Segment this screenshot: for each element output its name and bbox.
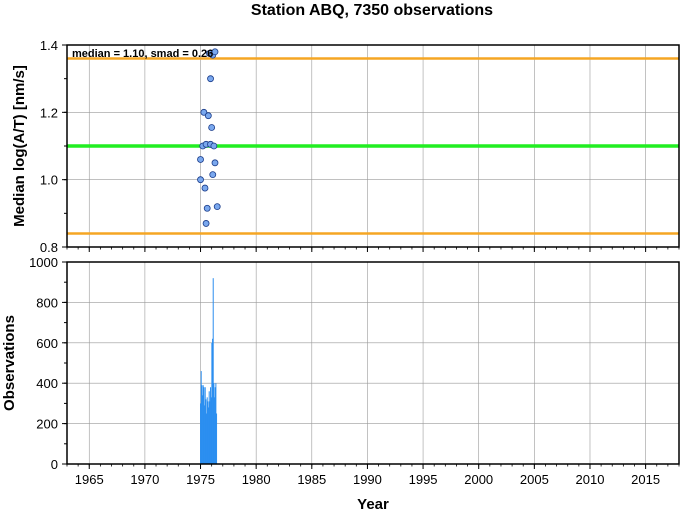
observation-bar <box>202 395 204 464</box>
median-y-tick-label: 1.0 <box>40 173 58 188</box>
observation-bar <box>204 387 206 464</box>
data-point <box>200 108 208 116</box>
observation-bar <box>211 342 213 464</box>
data-point <box>211 48 219 56</box>
observation-bars <box>200 278 218 464</box>
observation-bar <box>206 413 208 464</box>
observation-bar <box>205 399 207 464</box>
reference-lines <box>67 57 679 235</box>
observations-y-tick-label: 1000 <box>29 255 58 270</box>
data-point <box>210 142 218 150</box>
observations-y-tick-label: 0 <box>51 457 58 472</box>
x-tick-label: 1965 <box>75 472 104 487</box>
data-point <box>197 176 204 184</box>
observation-bar <box>214 397 216 464</box>
observation-bar <box>208 407 210 464</box>
x-tick-label: 2010 <box>576 472 605 487</box>
x-tick-label: 2015 <box>631 472 660 487</box>
x-tick-label: 1985 <box>297 472 326 487</box>
data-point <box>202 220 210 227</box>
data-point <box>197 156 204 163</box>
observation-bar <box>207 401 209 464</box>
median-panel: 0.81.01.21.4 median = 1.10, smad = 0.26 … <box>11 38 680 255</box>
x-tick-label: 1975 <box>186 472 215 487</box>
data-point <box>211 159 219 167</box>
observation-bar <box>202 385 204 464</box>
median-y-tick-label: 0.8 <box>40 240 58 255</box>
observation-bar <box>213 383 215 464</box>
chart-title: Station ABQ, 7350 observations <box>251 2 493 19</box>
observation-bar <box>210 397 212 464</box>
x-tick-label: 2000 <box>464 472 493 487</box>
median-x-ticks <box>66 247 680 252</box>
x-tick-label: 1995 <box>409 472 438 487</box>
observation-bar <box>210 387 212 464</box>
median-y-tick-label: 1.4 <box>40 38 58 53</box>
stats-annotation: median = 1.10, smad = 0.26 <box>72 48 213 60</box>
observation-bar <box>215 383 217 464</box>
observation-bar <box>203 387 205 464</box>
median-y-ticks: 0.8 1.0 1.2 1.4 <box>40 38 67 255</box>
observations-y-tick-label: 200 <box>36 417 58 432</box>
observation-bar <box>204 405 206 464</box>
observation-bar <box>214 387 216 464</box>
observation-bar <box>212 338 214 464</box>
observation-bar <box>200 403 202 464</box>
data-point <box>203 204 211 212</box>
median-y-tick-label: 1.2 <box>40 105 58 120</box>
observation-bar <box>212 278 214 464</box>
x-tick-label: 1990 <box>353 472 382 487</box>
x-tick-label: 1970 <box>130 472 159 487</box>
observation-bar <box>216 413 218 464</box>
x-tick-label: 1980 <box>242 472 271 487</box>
data-point <box>201 184 209 192</box>
x-axis-label: Year <box>357 496 389 511</box>
data-point <box>209 171 217 179</box>
observation-bar <box>200 371 202 464</box>
observations-panel-frame <box>67 262 679 464</box>
observations-y-axis-label: Observations <box>1 315 18 411</box>
observation-bar <box>208 391 210 464</box>
observations-y-tick-label: 400 <box>36 376 58 391</box>
median-points <box>197 48 221 227</box>
median-y-axis-label: Median log(A/T) [nm/s] <box>11 65 28 227</box>
observations-x-ticks: 1965 1970 1975 1980 1985 1990 1995 2000 2005 2010… <box>66 464 680 487</box>
observation-bar <box>206 397 208 464</box>
observations-y-tick-label: 800 <box>36 295 58 310</box>
x-tick-label: 2005 <box>520 472 549 487</box>
observation-bar <box>201 385 203 464</box>
data-point <box>213 203 221 211</box>
observation-bar <box>209 401 211 464</box>
data-point <box>207 75 214 83</box>
data-point <box>208 124 216 131</box>
data-point <box>204 112 212 120</box>
observations-y-ticks: 0 200 400 600 800 1000 <box>29 255 67 472</box>
observations-y-tick-label: 600 <box>36 336 58 351</box>
